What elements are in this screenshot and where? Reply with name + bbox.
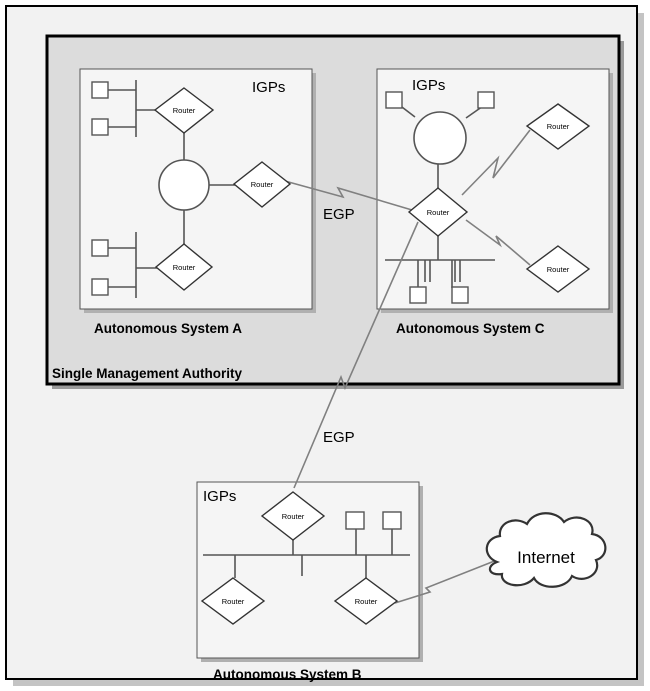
autonomous-system-a-label: Autonomous System A [94, 321, 242, 336]
router-icon [407, 187, 469, 237]
router-a-top: Router [153, 87, 215, 134]
igps-label-c: IGPs [412, 77, 445, 94]
link-c-right-top [461, 129, 531, 196]
management-authority-label: Single Management Authority [52, 366, 243, 381]
router-c-right-top: Router [525, 103, 591, 150]
router-label: Router [173, 106, 196, 115]
router-icon [260, 491, 326, 541]
router-label: Router [427, 208, 450, 217]
host-icon [91, 278, 109, 296]
router-b-top: Router [260, 491, 326, 541]
egp-link-a-c [273, 177, 413, 211]
router-label: Router [173, 263, 196, 272]
cloud-icon [485, 512, 607, 588]
igps-label-b: IGPs [203, 488, 236, 505]
router-b-right: Router [333, 577, 399, 625]
router-b-left: Router [200, 577, 266, 625]
internet-label: Internet [517, 548, 575, 567]
router-icon [154, 243, 214, 291]
router-label: Router [282, 512, 305, 521]
router-label: Router [251, 180, 274, 189]
autonomous-system-b-label: Autonomous System B [213, 667, 362, 682]
router-icon [525, 245, 591, 293]
host-icon [91, 81, 109, 99]
egp-label-bottom: EGP [323, 429, 355, 446]
router-icon [333, 577, 399, 625]
host-icon [409, 286, 427, 304]
router-icon [153, 87, 215, 134]
router-c-center: Router [407, 187, 469, 237]
host-icon [451, 286, 469, 304]
host-icon [477, 91, 495, 109]
igps-label-a: IGPs [252, 79, 285, 96]
egp-label-top: EGP [323, 206, 355, 223]
host-icon [345, 511, 365, 530]
ring-network-icon [158, 159, 210, 211]
router-a-right: Router [232, 161, 292, 208]
router-label: Router [547, 265, 570, 274]
router-icon [200, 577, 266, 625]
link-c-right-bottom [465, 219, 531, 266]
link-b-internet [394, 559, 498, 604]
router-c-right-bottom: Router [525, 245, 591, 293]
router-icon [232, 161, 292, 208]
router-label: Router [355, 597, 378, 606]
as-c-network [385, 103, 495, 288]
egp-link-c-b [293, 221, 419, 489]
router-a-bottom: Router [154, 243, 214, 291]
host-icon [91, 239, 109, 257]
router-label: Router [547, 122, 570, 131]
as-b-network [203, 528, 410, 578]
as-a-network [108, 80, 235, 298]
host-icon [91, 118, 109, 136]
router-label: Router [222, 597, 245, 606]
autonomous-system-c-label: Autonomous System C [396, 321, 545, 336]
ring-network-icon [413, 111, 467, 165]
host-icon [382, 511, 402, 530]
autonomous-system-c-panel [376, 68, 610, 310]
router-icon [525, 103, 591, 150]
internet-cloud: Internet [485, 512, 607, 588]
host-icon [385, 91, 403, 109]
